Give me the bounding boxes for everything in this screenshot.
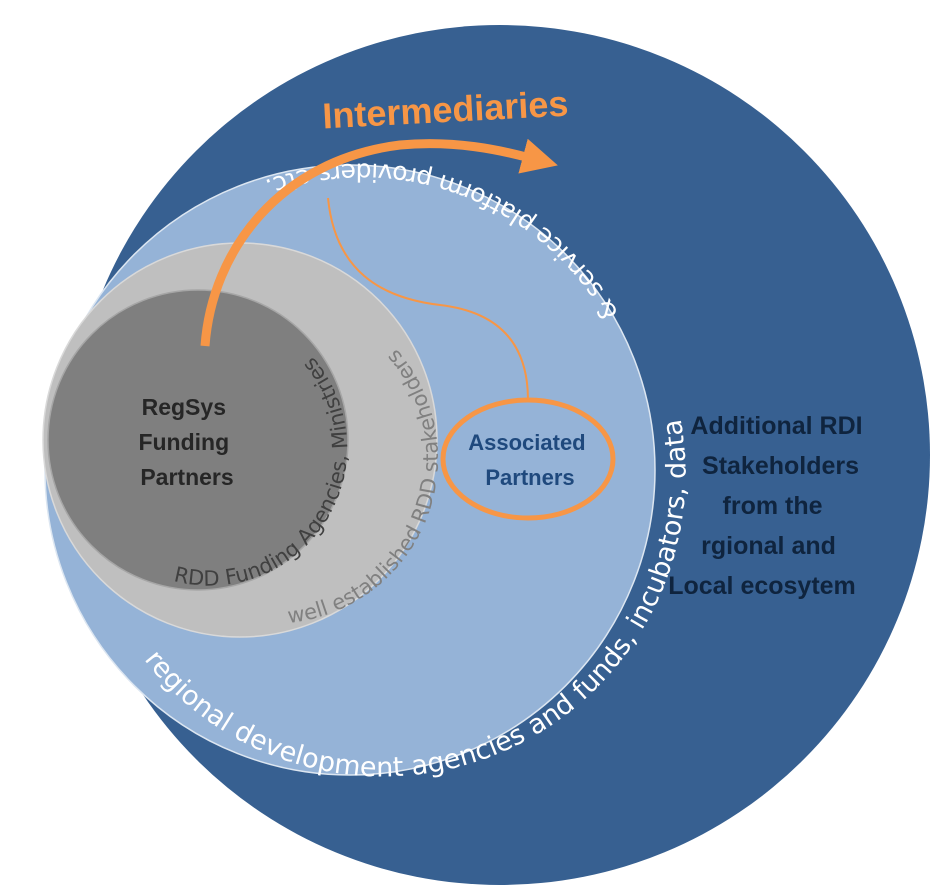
associated-label-line-1: Associated [468,430,585,455]
associated-partners-label: Associated Partners [468,430,592,490]
intermediaries-arrow [200,138,558,347]
outer-label-line-3: from the [723,492,823,520]
core-label-line-1: RegSys [142,394,226,420]
outer-label-line-5: Local ecosytem [668,572,856,600]
outer-label-line-1: Additional RDI [690,412,862,440]
core-label: RegSys Funding Partners [138,394,235,490]
associated-connector-line [327,197,529,401]
outer-label-line-4: rgional and [701,532,836,560]
outer-stakeholders-label: Additional RDI Stakeholders from the rgi… [668,412,869,600]
associated-label-line-2: Partners [485,465,574,490]
outer-label-line-2: Stakeholders [702,452,859,480]
associated-partners-ellipse [440,397,616,521]
core-label-line-3: Partners [140,464,233,490]
core-label-line-2: Funding [138,429,229,455]
core-circle [47,289,349,591]
